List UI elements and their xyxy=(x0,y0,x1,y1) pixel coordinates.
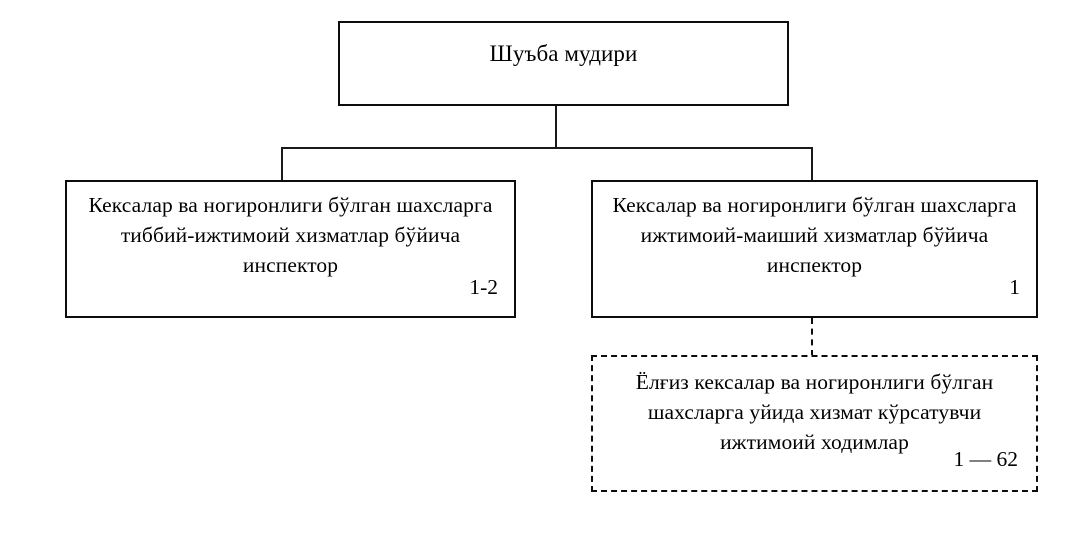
node-medical-inspector-body: Кексалар ва ногиронлиги бўлган шахсларга… xyxy=(67,182,514,280)
node-home-care-workers-body: Ёлғиз кексалар ва ногиронлиги бўлган шах… xyxy=(593,357,1036,457)
node-home-care-workers-count: 1 — 62 xyxy=(953,446,1019,471)
node-head-title: Шуъба мудири xyxy=(489,41,638,66)
node-social-inspector: Кексалар ва ногиронлиги бўлган шахсларга… xyxy=(591,180,1038,318)
connector-head-stem xyxy=(555,105,557,149)
node-head-body: Шуъба мудири xyxy=(340,23,787,70)
node-medical-inspector-count: 1-2 xyxy=(469,274,498,299)
node-social-inspector-body: Кексалар ва ногиронлиги бўлган шахсларга… xyxy=(593,182,1036,280)
node-social-inspector-title: Кексалар ва ногиронлиги бўлган шахсларга… xyxy=(612,193,1017,278)
node-head-of-department: Шуъба мудири xyxy=(338,21,789,106)
connector-drop-social-inspector xyxy=(811,147,813,181)
node-home-care-workers-title: Ёлғиз кексалар ва ногиронлиги бўлган шах… xyxy=(635,370,994,455)
node-medical-inspector: Кексалар ва ногиронлиги бўлган шахсларга… xyxy=(65,180,516,318)
connector-horizontal-bus xyxy=(281,147,813,149)
node-social-inspector-count: 1 xyxy=(1009,274,1020,299)
node-home-care-workers: Ёлғиз кексалар ва ногиронлиги бўлган шах… xyxy=(591,355,1038,492)
node-medical-inspector-title: Кексалар ва ногиронлиги бўлган шахсларга… xyxy=(88,193,493,278)
connector-drop-medical-inspector xyxy=(281,147,283,181)
connector-dashed-home-care-workers xyxy=(811,318,813,356)
